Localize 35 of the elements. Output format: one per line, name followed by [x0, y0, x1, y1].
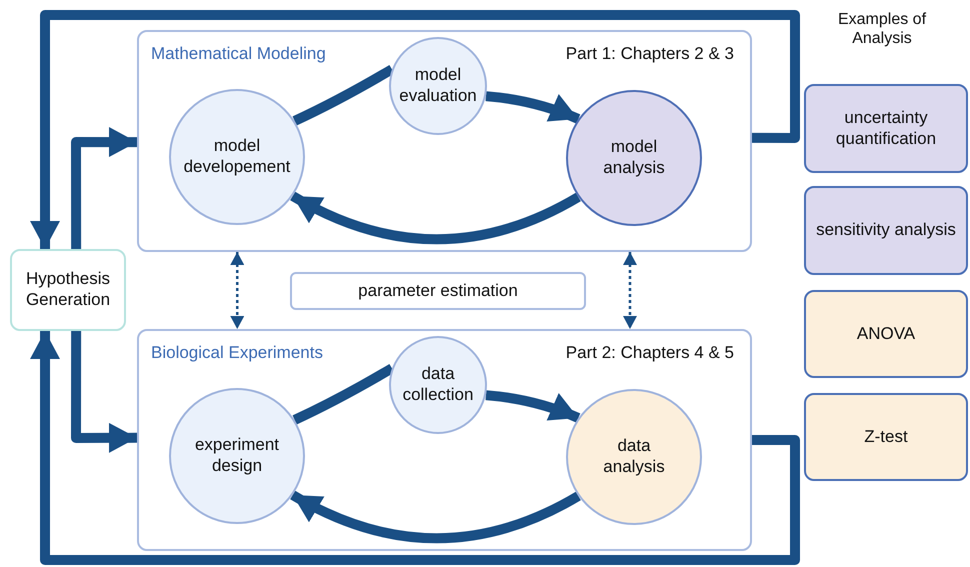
section-subtitle: Part 2: Chapters 4 & 5 — [566, 343, 734, 363]
analysis-box — [804, 84, 968, 173]
node-label: model developement — [182, 136, 292, 178]
arrow — [30, 331, 800, 565]
node-label: Z-test — [863, 426, 909, 448]
section-panel — [137, 30, 752, 252]
method-box — [290, 272, 586, 310]
arrow — [485, 390, 580, 423]
arrow — [71, 331, 138, 453]
node-label: uncertainty quantification — [834, 108, 938, 150]
section-panel — [137, 329, 752, 551]
section-title: Biological Experiments — [151, 343, 323, 363]
node-label: ANOVA — [856, 324, 916, 344]
node-label: Hypothesis Generation — [24, 269, 112, 311]
analysis-box — [804, 290, 968, 378]
column-heading: Examples of Analysis — [836, 10, 928, 48]
arrow — [30, 10, 800, 249]
node-label: sensitivity analysis — [815, 220, 957, 241]
section-title: Mathematical Modeling — [151, 44, 326, 64]
node-label: data analysis — [602, 436, 666, 478]
dashed-arrow — [230, 252, 244, 329]
arrow — [290, 192, 581, 244]
arrow — [290, 490, 581, 544]
arrow — [71, 127, 138, 249]
analysis-box — [804, 393, 968, 481]
dashed-arrow — [622, 252, 637, 329]
analysis-box — [804, 186, 968, 275]
arrow — [485, 91, 580, 124]
section-subtitle: Part 1: Chapters 2 & 3 — [566, 44, 734, 64]
node-label: parameter estimation — [357, 280, 519, 302]
hypothesis-box — [10, 249, 126, 331]
node-label: model analysis — [602, 137, 666, 179]
node-label: model evaluation — [398, 65, 478, 107]
node-label: data collection — [402, 364, 474, 406]
node-label: experiment design — [194, 435, 280, 477]
